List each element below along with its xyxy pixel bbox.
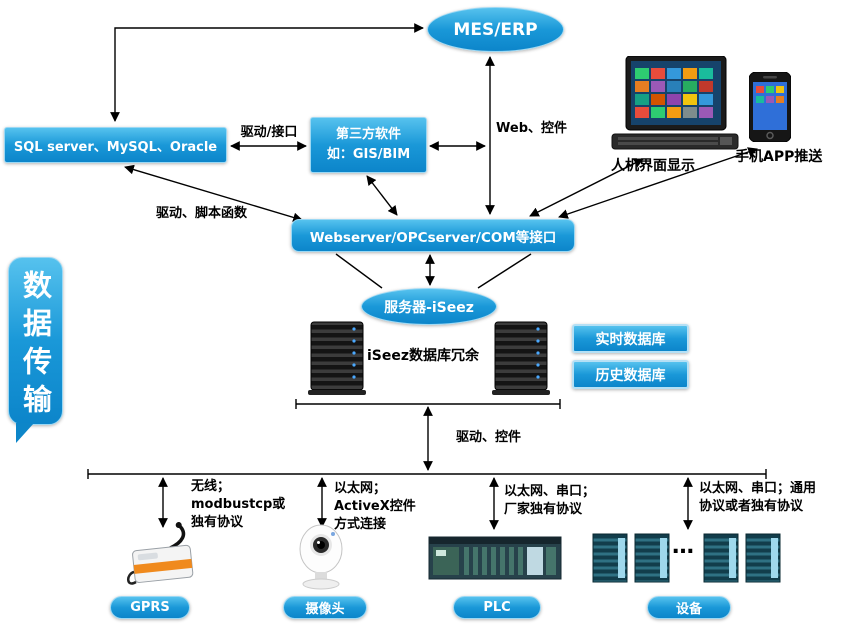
camera-image (299, 524, 343, 590)
third-party-line1: 第三方软件 (335, 127, 401, 142)
gprs-conn-line1: 无线； (191, 479, 231, 494)
label-driver-interface: 驱动/接口 (240, 125, 298, 140)
label-camera-connection: 以太网； ActiveX控件 方式连接 (334, 480, 416, 534)
device-label-gprs: GPRS (110, 596, 190, 619)
node-server-iseez: 服务器-iSeez (361, 288, 497, 325)
label-device-connection: 以太网、串口；通用 协议或者独有协议 (699, 480, 816, 516)
edge-webserver-server-left (335, 253, 383, 289)
edge-sql-webserver (124, 164, 303, 223)
edge-thirdparty-webserver (366, 175, 398, 216)
label-iseez-redundancy: iSeez数据库冗余 (367, 348, 480, 364)
node-realtime-db: 实时数据库 (572, 324, 689, 353)
third-party-line2: 如：GIS/BIM (326, 147, 411, 162)
server-tower-left-image (308, 321, 366, 395)
edge-sql-mes (110, 23, 424, 122)
camera-conn-line2: ActiveX控件 (334, 499, 416, 514)
gprs-modem-image (127, 522, 194, 585)
label-hmi-display: 人机界面显示 (611, 158, 695, 174)
gprs-conn-line3: 独有协议 (191, 515, 244, 530)
label-web-control: Web、控件 (496, 121, 567, 136)
banner-tail (16, 423, 34, 443)
edge-webserver-server-right (477, 253, 532, 289)
tablet-image (611, 56, 739, 150)
equipment-rack-right-image (703, 533, 781, 583)
phone-image (749, 72, 791, 142)
plc-conn-line2: 厂家独有协议 (504, 502, 583, 517)
equipment-rack-left-image (592, 533, 670, 583)
label-app-push: 手机APP推送 (735, 149, 823, 165)
label-gprs-connection: 无线； modbustcp或 独有协议 (191, 478, 285, 532)
server-tower-right-image (492, 321, 550, 395)
gprs-conn-line2: modbustcp或 (191, 497, 286, 512)
label-ellipsis: … (672, 534, 694, 559)
device-label-camera: 摄像头 (283, 596, 367, 619)
label-driver-script: 驱动、脚本函数 (156, 206, 248, 221)
node-mes-erp: MES/ERP (427, 7, 564, 52)
node-history-db: 历史数据库 (572, 360, 689, 389)
device-conn-line2: 协议或者独有协议 (699, 499, 804, 514)
device-conn-line1: 以太网、串口；通用 (699, 481, 817, 496)
bus-devices (87, 469, 767, 479)
node-third-party-software: 第三方软件 如：GIS/BIM (310, 117, 427, 173)
edge-app-webserver (558, 147, 758, 219)
camera-conn-line3: 方式连接 (334, 517, 387, 532)
label-driver-control: 驱动、控件 (456, 430, 522, 445)
plc-conn-line1: 以太网、串口； (504, 484, 596, 499)
node-sql-databases: SQL server、MySQL、Oracle (4, 127, 227, 163)
banner-data-transmission: 数据传输 (8, 257, 63, 425)
camera-conn-line1: 以太网； (334, 481, 387, 496)
device-label-equipment: 设备 (647, 596, 731, 619)
plc-image (428, 536, 562, 580)
tablet-tiles (635, 68, 713, 118)
device-label-plc: PLC (453, 596, 541, 619)
bus-servers (295, 399, 561, 409)
label-plc-connection: 以太网、串口； 厂家独有协议 (504, 483, 595, 519)
node-webserver-interface: Webserver/OPCserver/COM等接口 (291, 219, 575, 252)
